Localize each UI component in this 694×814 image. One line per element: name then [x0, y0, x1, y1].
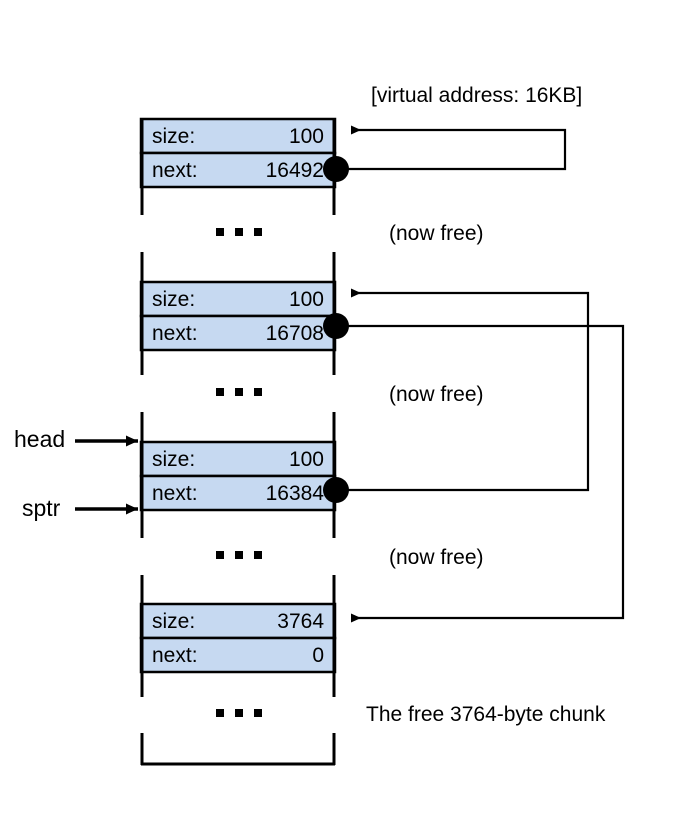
block-free-chunk-size-value: 3764 [277, 610, 324, 633]
sptr-pointer-label: sptr [22, 495, 61, 521]
block-16708-size-value: 100 [288, 448, 324, 471]
block-free-chunk-ellipsis [216, 709, 262, 717]
block-16492-ellipsis [216, 388, 262, 396]
next-pointer-dot-16384 [323, 477, 349, 503]
block-16384-size-value: 100 [288, 125, 324, 148]
block-16492-next-value: 16708 [265, 322, 324, 345]
block-16492-size-value: 100 [288, 288, 324, 311]
block-free-chunk-next-label: next: [152, 644, 198, 667]
block-16708-next-label: next: [152, 482, 198, 505]
block-free-chunk-annotation: The free 3764-byte chunk [366, 703, 606, 726]
next-pointer-dot-16492 [323, 156, 349, 182]
block-16384-size-label: size: [152, 125, 196, 148]
block-16492-size-label: size: [152, 288, 196, 311]
block-16708-ellipsis [216, 551, 262, 559]
block-free-chunk-next-value: 0 [312, 644, 324, 667]
block-16708-size-label: size: [152, 448, 196, 471]
block-16492-annotation: (now free) [389, 383, 484, 406]
block-16708-annotation: (now free) [389, 546, 484, 569]
next-pointer-16708 [336, 324, 625, 623]
block-16384-ellipsis [216, 228, 262, 236]
block-16384-next-value: 16492 [265, 159, 324, 182]
head-pointer-label: head [14, 426, 66, 452]
block-16384-annotation: (now free) [389, 222, 484, 245]
block-16492-next-label: next: [152, 322, 198, 345]
block-16708-next-value: 16384 [265, 482, 324, 505]
block-16384-next-label: next: [152, 159, 198, 182]
next-pointer-dot-16708 [323, 313, 349, 339]
next-pointer-16492 [336, 125, 567, 171]
block-free-chunk-size-label: size: [152, 610, 196, 633]
virtual-address-label: [virtual address: 16KB] [371, 84, 583, 107]
